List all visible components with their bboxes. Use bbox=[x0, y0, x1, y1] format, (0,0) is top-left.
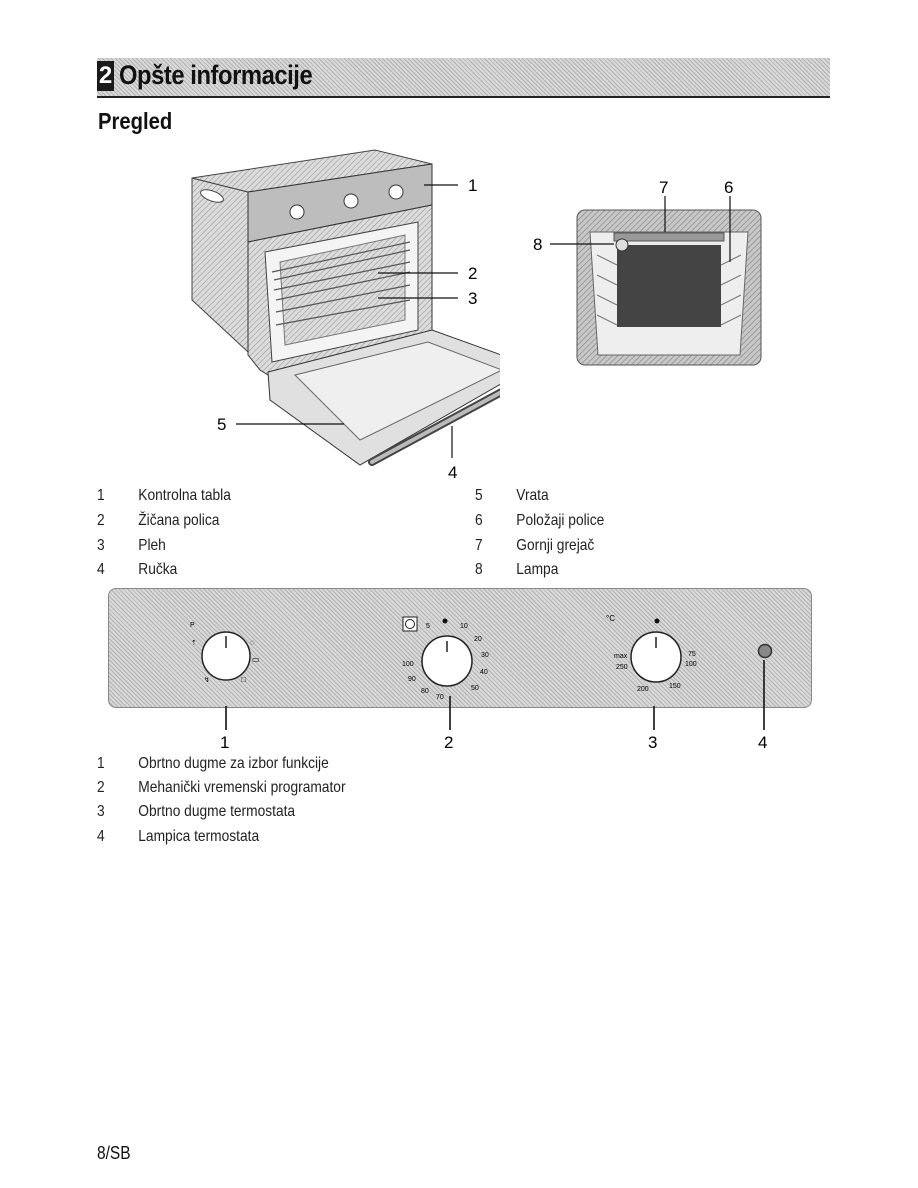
svg-text:⇡: ⇡ bbox=[191, 639, 197, 647]
panel-callout-1: 1 bbox=[220, 733, 229, 752]
panel-callout-2: 2 bbox=[444, 733, 453, 752]
svg-text:◌: ◌ bbox=[250, 638, 255, 647]
timer-scale-40: 40 bbox=[480, 669, 488, 676]
timer-scale-30: 30 bbox=[481, 652, 489, 659]
thermo-scale-200: 200 bbox=[637, 686, 649, 693]
oven-callout-3: 3 bbox=[468, 289, 477, 308]
timer-scale-5: 5 bbox=[426, 623, 430, 630]
timer-scale-90: 90 bbox=[408, 676, 416, 683]
thermo-scale-100: 100 bbox=[685, 661, 697, 668]
thermo-scale-150: 150 bbox=[669, 683, 681, 690]
oven-callout-5: 5 bbox=[217, 415, 226, 434]
section-number: 2 bbox=[97, 61, 114, 91]
panel-callout-4: 4 bbox=[758, 733, 767, 752]
section-header: 2 Opšte informacije bbox=[97, 58, 830, 98]
oven-callout-1: 1 bbox=[468, 176, 477, 195]
oven-callout-2: 2 bbox=[468, 264, 477, 283]
thermo-unit: °C bbox=[606, 614, 615, 623]
interior-callout-6: 6 bbox=[724, 178, 733, 197]
thermo-scale-250: 250 bbox=[616, 664, 628, 671]
svg-text:P: P bbox=[190, 622, 195, 629]
thermostat-knob: °C max 250 200 150 100 75 bbox=[606, 614, 697, 693]
timer-scale-70: 70 bbox=[436, 694, 444, 701]
section-title: Opšte informacije bbox=[119, 60, 313, 90]
interior-callout-8: 8 bbox=[533, 235, 542, 254]
function-knob: P ⇡ ↯ □ ◌ ▭ bbox=[190, 622, 260, 684]
svg-text:↯: ↯ bbox=[204, 676, 210, 684]
thermo-scale-75: 75 bbox=[688, 651, 696, 658]
svg-text:□: □ bbox=[241, 675, 246, 684]
timer-scale-10: 10 bbox=[460, 623, 468, 630]
timer-scale-20: 20 bbox=[474, 636, 482, 643]
page-subtitle: Pregled bbox=[98, 108, 173, 134]
control-panel-diagram: P ⇡ ↯ □ ◌ ▭ 5 10 20 30 40 50 70 80 90 10… bbox=[190, 614, 773, 752]
timer-scale-50: 50 bbox=[471, 685, 479, 692]
oven-callout-4: 4 bbox=[448, 463, 457, 482]
thermo-scale-max: max bbox=[614, 653, 628, 660]
page-number: 8/SB bbox=[97, 1143, 131, 1163]
timer-knob: 5 10 20 30 40 50 70 80 90 100 bbox=[402, 616, 489, 701]
interior-callout-7: 7 bbox=[659, 178, 668, 197]
svg-text:▭: ▭ bbox=[252, 655, 260, 664]
timer-scale-80: 80 bbox=[421, 688, 429, 695]
oven-interior-illustration: 7 6 8 bbox=[533, 178, 762, 366]
thermostat-lamp bbox=[757, 643, 773, 659]
timer-scale-100: 100 bbox=[402, 661, 414, 668]
oven-illustration: 1 2 3 4 5 bbox=[191, 149, 500, 482]
panel-callout-3: 3 bbox=[648, 733, 657, 752]
